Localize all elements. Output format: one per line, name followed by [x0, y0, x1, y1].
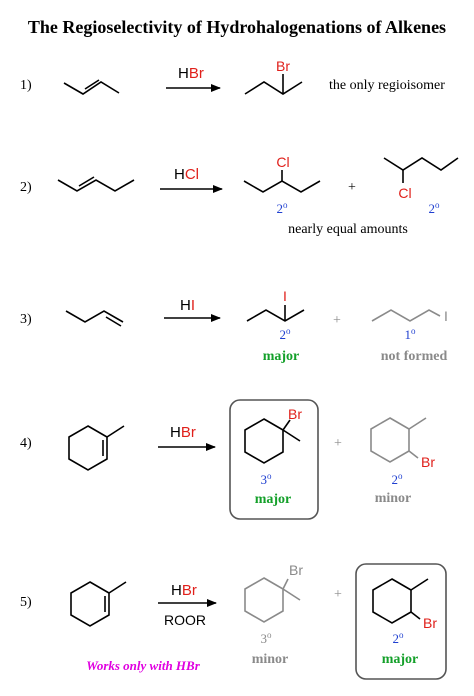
- major-label: major: [382, 652, 419, 667]
- plus-sign: +: [348, 180, 356, 195]
- product-1-bromo-1-methylcyclohexane-ring: [244, 577, 284, 623]
- double-bond-line: [78, 176, 95, 187]
- product-1-iodobutane: [371, 309, 441, 322]
- reaction-1: 1) HBr Br the only regioisomer: [20, 58, 445, 95]
- degree-label: 2o: [393, 630, 405, 646]
- plus-sign: +: [333, 313, 341, 328]
- reactant-2-butene: [63, 81, 120, 95]
- c-br-bond: [282, 419, 291, 431]
- product-2-bromobutane: [244, 81, 303, 95]
- reaction-number: 2): [20, 180, 32, 195]
- methyl-bond: [108, 581, 127, 594]
- major-product-box: [355, 563, 447, 680]
- bromine-label: Br: [421, 454, 435, 470]
- major-label: major: [263, 349, 300, 364]
- methyl-bond: [410, 578, 429, 591]
- methyl-bond: [282, 588, 301, 601]
- double-bond-line: [84, 79, 100, 90]
- c-br-bond: [408, 450, 419, 459]
- degree-label: 3o: [261, 630, 273, 646]
- reaction-note: the only regioisomer: [329, 78, 445, 93]
- product-1-bromo-1-methylcyclohexane-ring: [244, 418, 284, 464]
- product-1-bromo-2-methylcyclohexane-ring: [370, 417, 410, 463]
- not-formed-label: not formed: [381, 349, 448, 364]
- chlorine-label: Cl: [398, 185, 411, 201]
- degree-label: 2o: [280, 326, 292, 342]
- reactant-1-methylcyclohexene-ring: [70, 581, 110, 627]
- degree-label: 2o: [392, 471, 404, 487]
- plus-sign: +: [334, 436, 342, 451]
- double-bond-line: [105, 316, 122, 327]
- page-title: The Regioselectivity of Hydrohalogenatio…: [28, 17, 446, 37]
- reagent: HBr: [171, 582, 197, 599]
- product-1-bromo-2-methylcyclohexane-ring: [372, 578, 412, 624]
- c-br-bond: [410, 611, 421, 620]
- product-2-iodobutane: [246, 309, 305, 322]
- degree-label: 2o: [277, 200, 289, 216]
- iodine-label: I: [283, 288, 287, 304]
- iodine-label: I: [444, 308, 448, 324]
- reaction-2: 2) HCl Cl 2o + Cl 2o nearly equal amount…: [20, 154, 459, 237]
- methyl-bond: [282, 429, 301, 442]
- reagent: HCl: [174, 166, 199, 183]
- minor-label: minor: [375, 491, 412, 506]
- reagent: HI: [180, 297, 195, 314]
- product-3-chloropentane: [243, 180, 321, 193]
- reaction-note: nearly equal amounts: [288, 222, 408, 237]
- reactant-1-butene: [65, 310, 124, 323]
- reaction-5: 5) HBr ROOR Br 3o minor + Br 2o major Wo…: [20, 562, 447, 680]
- chlorine-label: Cl: [276, 154, 289, 170]
- reactant-1-methylcyclohexene-ring: [68, 425, 108, 471]
- reagent-peroxide: ROOR: [164, 612, 206, 628]
- reaction-3: 3) HI I 2o major + I 1o not formed: [20, 288, 448, 364]
- reaction-number: 4): [20, 436, 32, 451]
- methyl-bond: [106, 425, 125, 438]
- reagent: HBr: [178, 65, 204, 82]
- c-br-bond: [282, 578, 289, 590]
- reaction-number: 5): [20, 595, 32, 610]
- bromine-label: Br: [276, 58, 290, 74]
- bromine-label: Br: [288, 406, 302, 422]
- methyl-bond: [408, 417, 427, 430]
- minor-label: minor: [252, 652, 289, 667]
- reaction-number: 3): [20, 312, 32, 327]
- reagent: HBr: [170, 424, 196, 441]
- degree-label: 2o: [429, 200, 441, 216]
- reaction-number: 1): [20, 78, 32, 93]
- reaction-note: Works only with HBr: [86, 658, 200, 673]
- bromine-label: Br: [423, 615, 437, 631]
- major-product-box: [229, 399, 319, 520]
- bromine-label: Br: [289, 562, 303, 578]
- reactant-2-pentene: [57, 179, 135, 192]
- reaction-4: 4) HBr Br 3o major + Br 2o minor: [20, 399, 435, 520]
- product-2-chloropentane: [383, 157, 459, 171]
- plus-sign: +: [334, 587, 342, 602]
- major-label: major: [255, 492, 292, 507]
- degree-label: 1o: [405, 326, 417, 342]
- degree-label: 3o: [261, 471, 273, 487]
